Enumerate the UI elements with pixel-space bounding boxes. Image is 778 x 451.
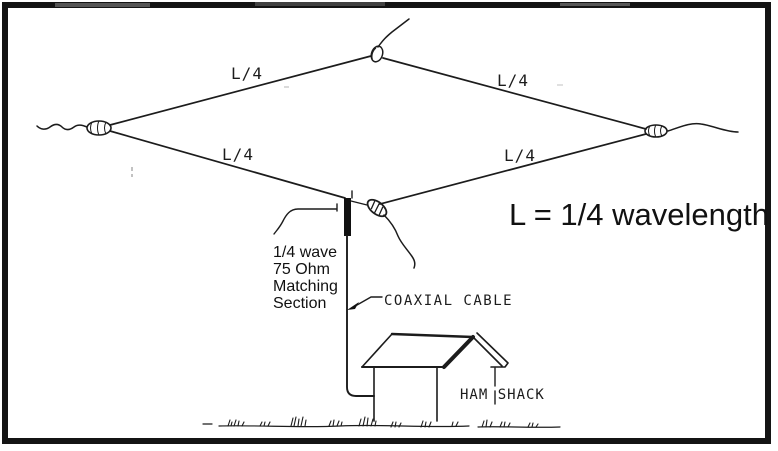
right-support-rope <box>667 122 739 133</box>
matching-section-label: 1/4 wave 75 Ohm Matching Section <box>273 244 338 312</box>
top-support-rope <box>377 18 410 48</box>
wire-label-lower-left: L/4 <box>222 145 254 164</box>
matching-label-line4: Section <box>273 295 326 312</box>
insulators <box>86 45 668 218</box>
left-support-rope <box>36 123 88 131</box>
feed-connection <box>350 190 368 206</box>
roof-front-slope <box>442 335 475 369</box>
roof-left-edge <box>361 333 393 368</box>
matching-label-line1: 1/4 wave <box>273 244 337 261</box>
ham-shack-label: HAM SHACK <box>460 387 545 403</box>
roof-gable-overhang <box>472 332 509 368</box>
legend-text: L = 1/4 wavelength <box>509 197 769 232</box>
scan-artifacts <box>131 84 563 177</box>
wire-label-upper-left: L/4 <box>231 64 263 83</box>
coax-cable-label: COAXIAL CABLE <box>384 293 513 309</box>
coaxial-cable-line <box>346 235 375 397</box>
wire-label-upper-right: L/4 <box>497 71 529 90</box>
matching-section-bar <box>344 198 351 236</box>
roof-ridge <box>390 332 475 339</box>
frame-border <box>2 2 771 444</box>
coax-arrowhead-icon <box>347 302 359 310</box>
matching-leader-line <box>273 203 338 235</box>
wire-upper-right <box>382 57 647 130</box>
bottom-insulator <box>366 198 388 218</box>
wire-lower-right <box>379 133 647 205</box>
coax-leader-line <box>356 296 383 306</box>
matching-label-line2: 75 Ohm <box>273 261 330 278</box>
right-insulator <box>644 124 668 138</box>
scan-streak <box>255 2 385 6</box>
ground-grass <box>202 416 561 428</box>
wire-upper-left <box>109 55 372 126</box>
scan-streak <box>55 3 150 7</box>
scan-streak <box>560 3 630 6</box>
left-insulator <box>86 120 112 136</box>
coaxial-cable <box>346 235 383 397</box>
ground-line <box>202 423 561 428</box>
matching-label-line3: Matching <box>273 278 338 295</box>
house <box>361 332 509 422</box>
grass-tufts <box>227 416 539 428</box>
wire-label-lower-right: L/4 <box>504 146 536 165</box>
support-ropes <box>36 18 739 269</box>
wire-lower-left <box>109 130 346 199</box>
matching-section <box>273 190 368 236</box>
top-insulator <box>370 45 384 63</box>
bottom-hang-rope <box>383 214 416 269</box>
antenna-loop <box>109 55 647 205</box>
